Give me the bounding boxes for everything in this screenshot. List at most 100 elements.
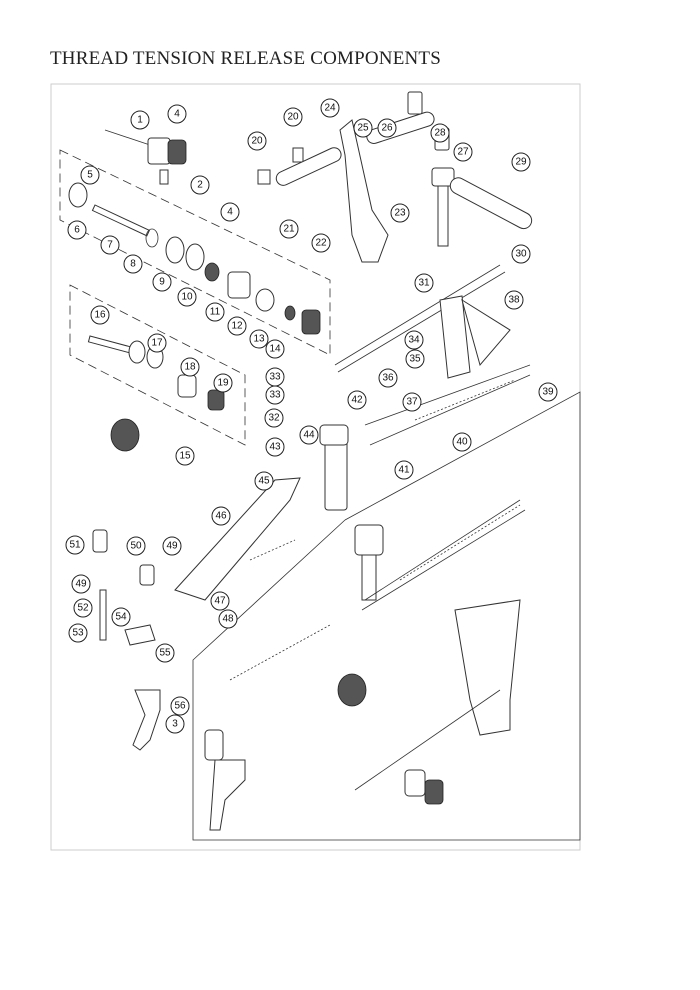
- callout-part-28: 28: [430, 123, 450, 143]
- callout-number: 37: [406, 397, 418, 408]
- callout-number: 3: [172, 719, 178, 730]
- callout-number: 35: [409, 354, 421, 365]
- callout-part-19: 19: [213, 373, 233, 393]
- callout-part-23: 23: [390, 203, 410, 223]
- callout-part-56: 56: [170, 696, 190, 716]
- callout-part-21: 21: [279, 219, 299, 239]
- callout-number: 46: [215, 511, 227, 522]
- callout-number: 20: [251, 136, 263, 147]
- callout-part-32: 32: [264, 408, 284, 428]
- callout-number: 33: [269, 390, 281, 401]
- callout-number: 8: [130, 259, 136, 270]
- callout-number: 4: [174, 109, 180, 120]
- callout-part-5: 5: [80, 165, 100, 185]
- callout-part-7: 7: [100, 235, 120, 255]
- callout-part-38: 38: [504, 290, 524, 310]
- callout-number: 29: [515, 157, 527, 168]
- callout-number: 53: [72, 628, 84, 639]
- callout-number: 42: [351, 395, 363, 406]
- callout-part-6: 6: [67, 220, 87, 240]
- callout-number: 36: [382, 373, 394, 384]
- callout-part-52: 52: [73, 598, 93, 618]
- callout-number: 43: [269, 442, 281, 453]
- callout-number: 34: [408, 335, 420, 346]
- callout-number: 1: [137, 115, 143, 126]
- callout-number: 2: [197, 180, 203, 191]
- callout-part-49: 49: [162, 536, 182, 556]
- callout-number: 10: [181, 292, 193, 303]
- assembly-inset-outline: [192, 391, 581, 841]
- callout-part-17: 17: [147, 333, 167, 353]
- callout-number: 9: [159, 277, 165, 288]
- callout-number: 41: [398, 465, 410, 476]
- callout-number: 54: [115, 612, 127, 623]
- callout-number: 32: [268, 413, 280, 424]
- callout-part-53: 53: [68, 623, 88, 643]
- tension-group-2-outline: [69, 284, 246, 446]
- callout-part-11: 11: [205, 302, 225, 322]
- callout-part-2: 2: [190, 175, 210, 195]
- callout-part-16: 16: [90, 305, 110, 325]
- callout-part-34: 34: [404, 330, 424, 350]
- callout-number: 11: [210, 307, 221, 318]
- callout-part-24: 24: [320, 98, 340, 118]
- callout-part-22: 22: [311, 233, 331, 253]
- callout-part-36: 36: [378, 368, 398, 388]
- callout-number: 15: [179, 451, 191, 462]
- callout-number: 18: [184, 362, 196, 373]
- callout-number: 13: [253, 334, 265, 345]
- callout-part-13: 13: [249, 329, 269, 349]
- callout-number: 47: [214, 596, 226, 607]
- callout-number: 25: [357, 123, 369, 134]
- callout-part-4: 4: [167, 104, 187, 124]
- callout-number: 26: [381, 123, 393, 134]
- callout-part-8: 8: [123, 254, 143, 274]
- callout-part-48: 48: [218, 609, 238, 629]
- callout-number: 33: [269, 372, 281, 383]
- callout-number: 7: [107, 240, 113, 251]
- callout-number: 52: [77, 603, 89, 614]
- callout-number: 49: [75, 579, 87, 590]
- callout-number: 48: [222, 614, 234, 625]
- callout-number: 23: [394, 208, 406, 219]
- callout-number: 28: [434, 128, 446, 139]
- callout-number: 19: [217, 378, 229, 389]
- callout-part-49: 49: [71, 574, 91, 594]
- callout-part-47: 47: [210, 591, 230, 611]
- callout-part-9: 9: [152, 272, 172, 292]
- callout-number: 44: [303, 430, 315, 441]
- callout-number: 39: [542, 387, 554, 398]
- callout-part-27: 27: [453, 142, 473, 162]
- callout-number: 38: [508, 295, 520, 306]
- callout-number: 12: [231, 321, 243, 332]
- page-title: THREAD TENSION RELEASE COMPONENTS: [50, 48, 442, 69]
- callout-part-35: 35: [405, 349, 425, 369]
- callout-number: 30: [515, 249, 527, 260]
- callout-part-14: 14: [265, 339, 285, 359]
- callout-part-40: 40: [452, 432, 472, 452]
- callout-number: 51: [69, 540, 81, 551]
- callout-part-20: 20: [247, 131, 267, 151]
- callout-number: 49: [166, 541, 178, 552]
- callout-number: 20: [287, 112, 299, 123]
- callout-number: 17: [151, 338, 163, 349]
- callout-number: 27: [457, 147, 469, 158]
- callout-part-54: 54: [111, 607, 131, 627]
- callout-part-12: 12: [227, 316, 247, 336]
- callout-number: 21: [283, 224, 295, 235]
- callout-number: 31: [418, 278, 430, 289]
- callout-part-30: 30: [511, 244, 531, 264]
- callout-number: 4: [227, 207, 233, 218]
- callout-part-42: 42: [347, 390, 367, 410]
- callout-number: 5: [87, 170, 93, 181]
- callout-part-33: 33: [265, 385, 285, 405]
- callout-part-4: 4: [220, 202, 240, 222]
- callout-number: 6: [74, 225, 80, 236]
- callout-number: 55: [159, 648, 171, 659]
- callout-part-51: 51: [65, 535, 85, 555]
- callout-part-3: 3: [165, 714, 185, 734]
- callout-part-25: 25: [353, 118, 373, 138]
- tension-group-outline: [59, 149, 331, 356]
